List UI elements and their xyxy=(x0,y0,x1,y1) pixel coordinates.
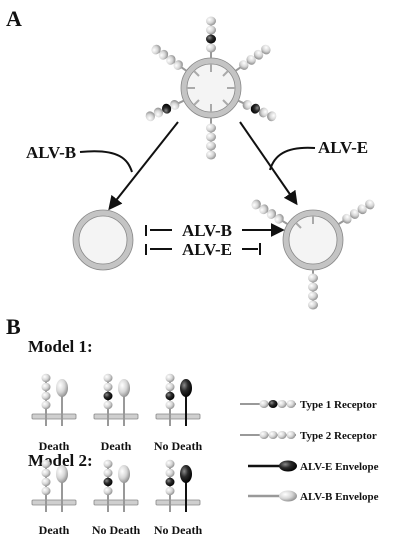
model1-scenario-2 xyxy=(93,373,139,426)
legend: Type 1 Receptor Type 2 Receptor ALV-E En… xyxy=(240,399,379,503)
panel-b: Model 1: Model 2: Death Death No Death D… xyxy=(28,337,379,537)
right-cell-receptor-south xyxy=(308,270,318,310)
panel-label-b: B xyxy=(6,314,21,339)
legend-type1-label: Type 1 Receptor xyxy=(300,399,377,411)
right-cell-receptor-ne xyxy=(337,199,375,225)
top-cell-receptor-north xyxy=(206,16,216,58)
panel-a: ALV-B ALV-E xyxy=(26,16,375,310)
legend-type1-receptor-icon xyxy=(240,400,296,408)
mid-alv-e-label: ALV-E xyxy=(182,240,232,259)
model1-scenario-1 xyxy=(31,373,77,426)
model1-label-2: Death xyxy=(101,439,132,453)
legend-alv-b-envelope-icon xyxy=(248,490,297,502)
top-cell-receptor-nw xyxy=(151,44,187,72)
top-cell xyxy=(145,16,277,160)
left-cell xyxy=(72,209,134,271)
legend-type2-label: Type 2 Receptor xyxy=(300,430,377,442)
model1-title: Model 1: xyxy=(28,337,93,356)
top-cell-receptor-se xyxy=(237,99,277,122)
top-cell-receptor-south xyxy=(206,118,216,160)
legend-type2-receptor-icon xyxy=(240,431,296,439)
model2-label-1: Death xyxy=(39,523,70,537)
model2-scenario-2 xyxy=(93,459,139,512)
legend-alv-e-label: ALV-E Envelope xyxy=(300,461,379,473)
top-cell-receptor-sw xyxy=(145,99,185,122)
model1-scenario-3 xyxy=(155,373,201,426)
alv-e-curve xyxy=(269,146,316,171)
legend-alv-e-envelope-icon xyxy=(248,460,297,472)
alv-b-curve xyxy=(79,150,133,173)
model1-label-1: Death xyxy=(39,439,70,453)
model2-row xyxy=(31,459,201,512)
right-cell xyxy=(251,199,375,310)
interference-arrows: ALV-B ALV-E xyxy=(145,219,285,259)
mid-alv-b-label: ALV-B xyxy=(182,221,232,240)
model1-label-3: No Death xyxy=(154,439,203,453)
model2-label-3: No Death xyxy=(154,523,203,537)
model1-row xyxy=(31,373,201,426)
model2-scenario-1 xyxy=(31,459,77,512)
alv-e-label: ALV-E xyxy=(318,138,368,157)
legend-alv-b-label: ALV-B Envelope xyxy=(300,491,379,503)
arrow-to-left-cell xyxy=(108,121,179,211)
right-cell-receptor-nw xyxy=(251,199,289,225)
model2-scenario-3 xyxy=(155,459,201,512)
model2-label-2: No Death xyxy=(92,523,141,537)
top-cell-receptor-ne xyxy=(235,44,271,72)
arrow-to-right-cell xyxy=(239,121,298,206)
alv-b-label: ALV-B xyxy=(26,143,76,162)
panel-label-a: A xyxy=(6,6,22,31)
